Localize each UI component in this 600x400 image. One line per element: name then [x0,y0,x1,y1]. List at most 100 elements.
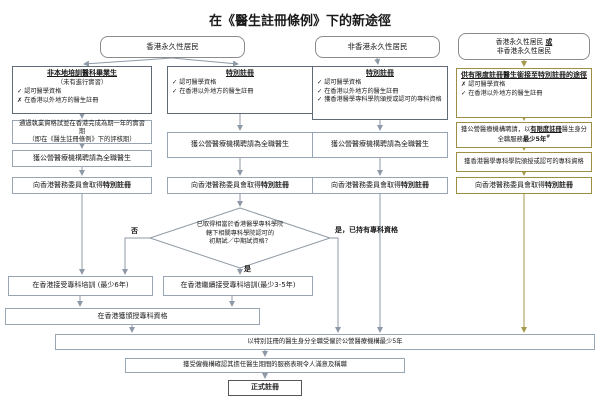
step-specialist-training-6years: 在香港接受專科培訓 (最少6年) [8,276,153,296]
header-non-local-graduate: 非本地培訓醫科畢業生 （未有進行實習） ✓ 認可醫學資格 ✗ 在香港以外地方的醫… [12,66,152,114]
step-obtain-special-registration-col2: 向香港醫務委員會取得特別註冊 [167,177,313,194]
step-obtain-special-registration-col4: 向香港醫務委員會取得特別註冊 [456,177,592,194]
special-registration-emphasis: 特別註冊 [103,180,131,189]
step-text-mid2: 全職服務 [497,136,523,144]
step-continue-specialist-training-3-5years: 在香港繼續接受專科培訓(最少3-5年) [163,276,313,296]
criterion-label: 在香港以外地方的醫生註冊 [324,87,399,95]
node-label: 香港永久性居民 [146,42,199,52]
header-special-registration-pr: 特別註冊 ✓ 認可醫學資格 ✓ 在香港以外地方的醫生註冊 [167,66,313,114]
criterion-label: 在香港以外地方的醫生註冊 [468,89,543,97]
check-icon: ✓ [461,89,467,97]
step-awarded-specialist-qualification: 在香港獲頒授專科資格 [5,308,260,325]
step-text: 向香港醫務委員會取得特別註冊 [191,181,289,190]
node-label: 香港永久性居民 [495,37,546,46]
special-registration-emphasis: 特別註冊 [261,180,289,189]
header-special-registration-nonpr: 特別註冊 ✓ 認可醫學資格 ✓ 在香港以外地方的醫生註冊 ✓ 獲香港醫學專科學院… [312,66,448,120]
step-text: 獲公營醫療機構聘請為全職醫生 [191,140,289,149]
step-text-pre: 向香港醫務委員會取得 [33,180,103,189]
step-text-line2: （即在《醫生註冊條例》下的評核期） [28,136,136,144]
check-icon: ✓ [317,87,323,95]
step-obtain-special-registration-col1: 向香港醫務委員會取得特別註冊 [12,177,152,194]
or-emphasis: 或 [545,37,553,46]
node-label-line2: 非香港永久性居民 [496,46,552,55]
cross-icon: ✗ [17,96,23,104]
step-obtain-special-registration-col3: 向香港醫務委員會取得特別註冊 [312,177,448,194]
header-title: 特別註冊 [366,69,394,77]
header-title: 特別註冊 [226,69,254,77]
step-licensing-exam-internship: 通過執業資格試並在香港完成為期一年的實習期 （即在《醫生註冊條例》下的評核期） [12,120,152,144]
special-registration-emphasis: 特別註冊 [545,180,573,189]
step-serve-public-5years-special-registration: 以特別註冊的醫生身分全職受僱於公營醫療機構最少5年 [55,334,595,350]
node-hk-permanent-resident: 香港永久性居民 [100,36,245,58]
node-either-resident: 香港永久性居民 或 非香港永久性居民 [458,33,590,60]
step-employer-confirmation: 獲受僱機構確認其擔任醫生期間的服務表現令人滿意及稱職 [125,358,405,373]
check-icon: ✓ [172,79,178,87]
step-hired-fulltime-col3: 獲公營醫療機構聘請為全職醫生 [312,132,448,158]
step-text: 在香港接受專科培訓 (最少6年) [32,281,129,290]
criterion-label: 認可醫學資格 [468,81,506,89]
header-subtitle: （未有進行實習） [56,79,108,87]
check-icon: ✓ [17,88,23,96]
step-text: 獲香港醫學專科學院頒授或認可的專科資格 [464,157,584,165]
criterion-label: 在香港以外地方的醫生註冊 [24,96,99,104]
step-text: 在香港獲頒授專科資格 [97,311,168,320]
criterion: ✓ 認可醫學資格 [17,88,147,97]
step-text: 獲受僱機構確認其擔任醫生期間的服務表現令人滿意及稱職 [183,361,347,369]
page-title: 在《醫生註冊條例》下的新途徑 [208,14,391,29]
node-full-registration: 正式註冊 [228,380,302,396]
step-text: 獲公營醫療機構聘請，以有限度註冊醫生身分全職服務最少5年# [460,126,588,144]
step-hired-fulltime-col1: 獲公營醫療機構聘請為全職醫生 [12,150,152,167]
branch-label-yes-specialist: 是，已持有專科資格 [335,226,398,234]
step-text-mid: 醫生身分 [561,125,587,133]
step-academy-specialist-qualification: 獲香港醫學專科學院頒授或認可的專科資格 [456,152,592,172]
criterion: ✓ 認可醫學資格 [317,79,443,88]
check-icon: ✓ [172,87,178,95]
criterion: ✓ 在香港以外地方的醫生註冊 [172,88,308,97]
footnote-marker: # [546,133,551,140]
criterion: ✗ 在香港以外地方的醫生註冊 [17,97,147,106]
step-text: 在香港繼續接受專科培訓(最少3-5年) [180,281,296,290]
step-text: 獲公營醫療機構聘請為全職醫生 [331,140,429,149]
step-text: 向香港醫務委員會取得特別註冊 [475,181,573,190]
step-text-pre: 向香港醫務委員會取得 [191,180,261,189]
check-icon: ✓ [317,96,323,104]
criterion: ✓ 獲香港醫學專科學院頒授或認可的專科資格 [317,96,443,105]
decision-text-line2: 轄下相關專科學院認可的 [205,229,275,237]
step-text-pre: 向香港醫務委員會取得 [475,180,545,189]
node-label-line1: 香港永久性居民 或 [496,38,553,47]
step-text-pre: 向香港醫務委員會取得 [331,180,401,189]
node-label: 正式註冊 [251,383,279,392]
special-registration-emphasis: 特別註冊 [401,180,429,189]
step-hired-fulltime-col2: 獲公營醫療機構聘請為全職醫生 [167,132,313,158]
criterion-label: 在香港以外地方的醫生註冊 [179,87,254,95]
criterion-label: 認可醫學資格 [324,79,362,87]
header-limited-registration-bridge: 供有限度註冊醫生銜接至特別註冊的途徑 ✗ 認可醫學資格 ✓ 在香港以外地方的醫生… [456,68,592,118]
step-text: 向香港醫務委員會取得特別註冊 [331,181,429,190]
step-text-pre: 獲公營醫療機構聘請，以 [461,125,531,133]
check-icon: ✓ [317,79,323,87]
branch-label-no: 否 [131,227,138,235]
decision-text-line3: 初期試／中期試資格？ [209,238,271,246]
header-title: 非本地培訓醫科畢業生 [47,69,117,77]
min-5-years-emphasis: 最少5年 [522,136,547,144]
branch-label-yes: 是 [244,265,251,273]
decision-intermediate-exam: 已取得相當於香港醫學專科學院 轄下相關專科學院認可的 初期試／中期試資格？ [168,221,312,247]
header-title: 供有限度註冊醫生銜接至特別註冊的途徑 [461,71,587,79]
criterion-label: 認可醫學資格 [179,79,217,87]
node-non-hk-permanent-resident: 非香港永久性居民 [315,36,440,58]
criterion: ✓ 在香港以外地方的醫生註冊 [317,88,443,97]
criterion: ✓ 認可醫學資格 [172,79,308,88]
criterion-label: 獲香港醫學專科學院頒授或認可的專科資格 [324,96,442,104]
criterion: ✓ 在香港以外地方的醫生註冊 [461,90,587,99]
criterion: ✗ 認可醫學資格 [461,81,587,90]
cross-icon: ✗ [461,81,467,89]
decision-text-line1: 已取得相當於香港醫學專科學院 [196,221,284,228]
node-label: 非香港永久性居民 [347,42,408,52]
step-text: 以特別註冊的醫生身分全職受僱於公營醫療機構最少5年 [247,337,403,345]
step-hired-limited-registration-5years: 獲公營醫療機構聘請，以有限度註冊醫生身分全職服務最少5年# [456,122,592,148]
step-text: 獲公營醫療機構聘請為全職醫生 [33,153,131,162]
step-text: 向香港醫務委員會取得特別註冊 [33,181,131,190]
step-text-line1: 通過執業資格試並在香港完成為期一年的實習期 [19,119,145,135]
